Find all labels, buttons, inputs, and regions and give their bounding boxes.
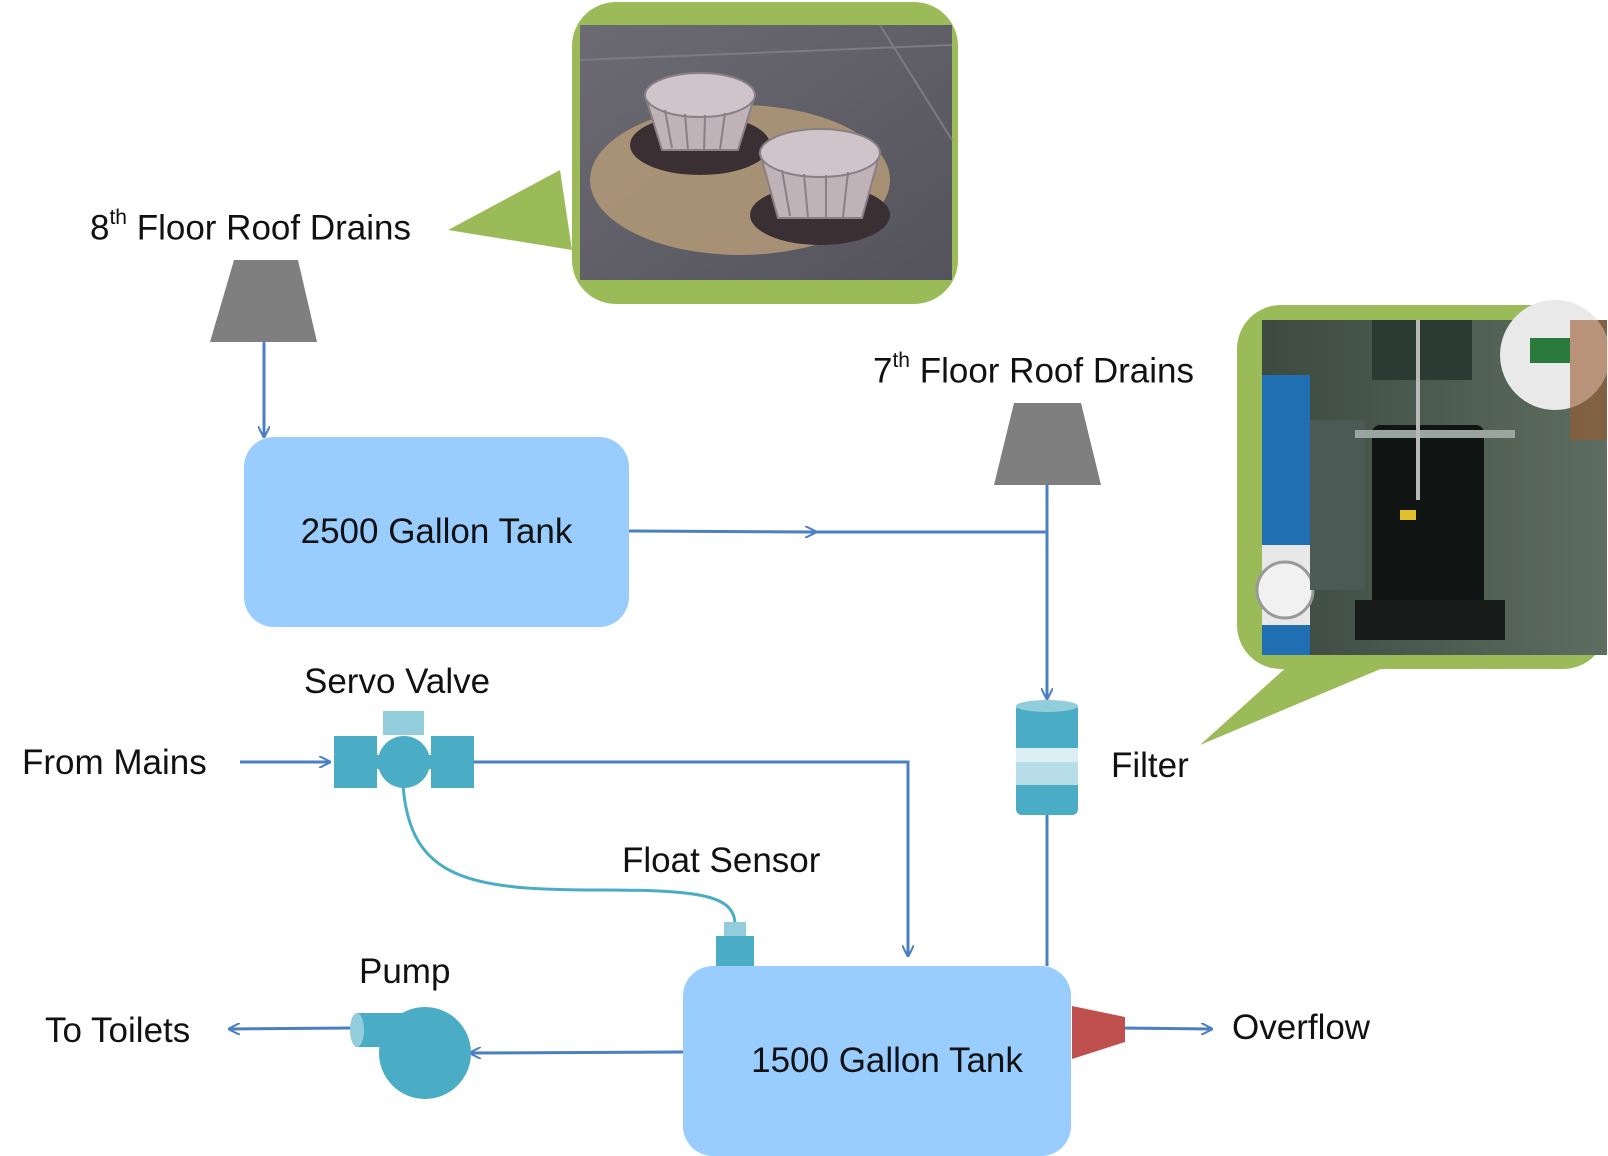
pipe-upper-tank-to-junction [627, 531, 816, 532]
label-7th-suffix: th [892, 349, 910, 372]
label-8th-floor-roof-drains: 8th Floor Roof Drains [90, 207, 411, 248]
tank-2500-label: 2500 Gallon Tank [300, 512, 573, 551]
overflow-nozzle-icon [1072, 1006, 1125, 1059]
label-7th-floor-roof-drains: 7th Floor Roof Drains [873, 350, 1194, 391]
label-overflow: Overflow [1232, 1008, 1371, 1047]
label-7th-number: 7 [873, 351, 893, 391]
servo-valve-icon [334, 711, 474, 788]
label-8th-number: 8 [90, 208, 110, 248]
float-sensor-icon [716, 922, 754, 966]
pipe-valve-to-lower-tank [473, 760, 908, 956]
pipe-overflow [1119, 1028, 1212, 1029]
roof-drains-photo-callout [448, 2, 958, 304]
filter-icon [1016, 700, 1078, 815]
label-8th-text: Floor Roof Drains [126, 208, 411, 248]
tank-2500-gallon: 2500 Gallon Tank [244, 437, 629, 627]
roof-drain-8-icon [210, 260, 317, 342]
tank-1500-gallon: 1500 Gallon Tank [683, 966, 1071, 1156]
float-sensor-cable [401, 784, 737, 926]
label-from-mains: From Mains [22, 743, 207, 782]
label-7th-text: Floor Roof Drains [909, 351, 1194, 391]
pipe-lower-tank-to-pump [470, 1052, 684, 1053]
label-float-sensor: Float Sensor [622, 841, 821, 880]
tank-1500-label: 1500 Gallon Tank [751, 1041, 1023, 1080]
label-to-toilets: To Toilets [45, 1011, 191, 1050]
filter-photo [1255, 300, 1608, 655]
filter-photo-callout [1200, 300, 1608, 745]
label-8th-suffix: th [109, 206, 127, 229]
pipe-pump-to-toilets [229, 1028, 353, 1029]
label-servo-valve: Servo Valve [304, 662, 491, 701]
label-pump: Pump [359, 952, 451, 991]
roof-drain-7-icon [994, 403, 1101, 485]
label-filter: Filter [1111, 746, 1189, 785]
pump-icon [350, 1007, 471, 1099]
roof-drains-photo [579, 24, 953, 280]
